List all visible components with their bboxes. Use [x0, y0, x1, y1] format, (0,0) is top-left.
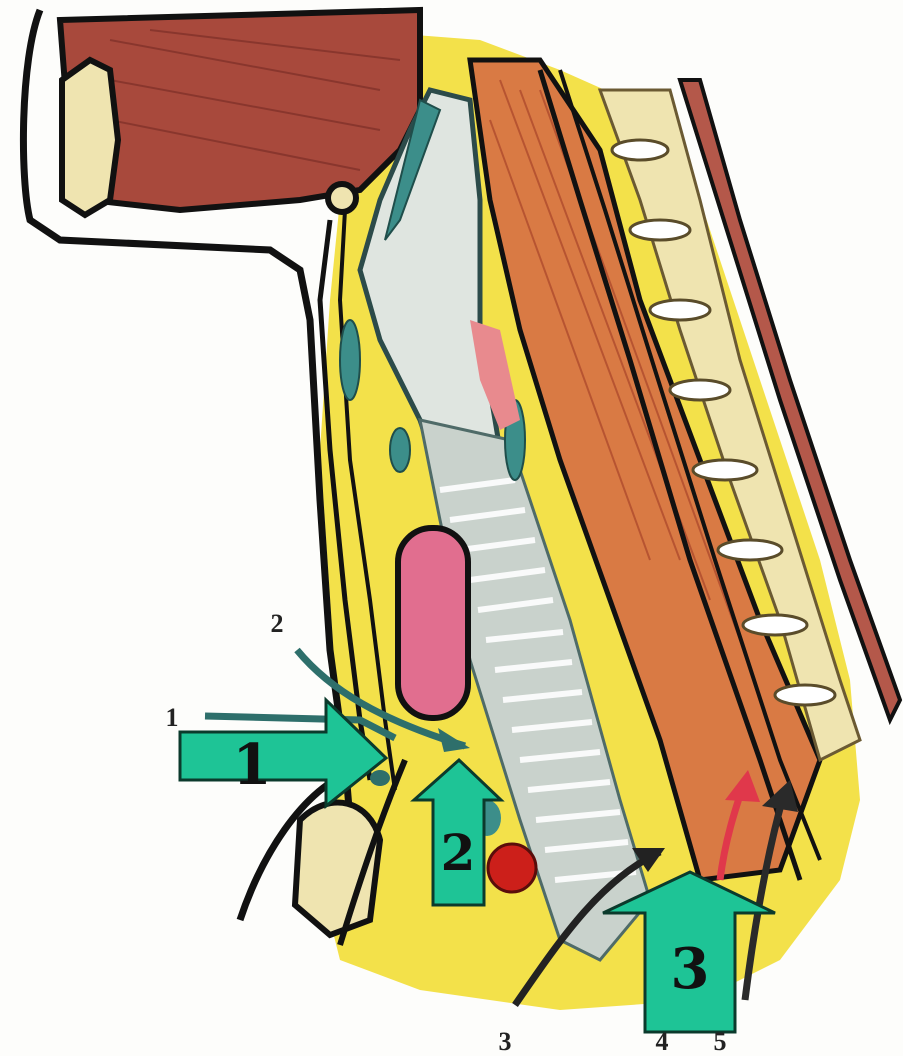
pink-gland	[398, 528, 468, 718]
mandible-bone	[62, 60, 118, 215]
small-label-1: 1	[166, 703, 179, 732]
hyoid-circle	[328, 184, 356, 212]
blood-vessel-red	[488, 844, 536, 892]
small-label-3: 3	[499, 1027, 512, 1056]
big-arrow-1-label: 1	[233, 732, 272, 798]
big-arrow-2-label: 2	[441, 823, 476, 882]
small-label-5: 5	[714, 1027, 727, 1056]
big-arrow-3-label: 3	[671, 936, 710, 1002]
small-label-4: 4	[656, 1027, 669, 1056]
small-vessel-teal	[370, 770, 390, 786]
small-label-2: 2	[271, 609, 284, 638]
